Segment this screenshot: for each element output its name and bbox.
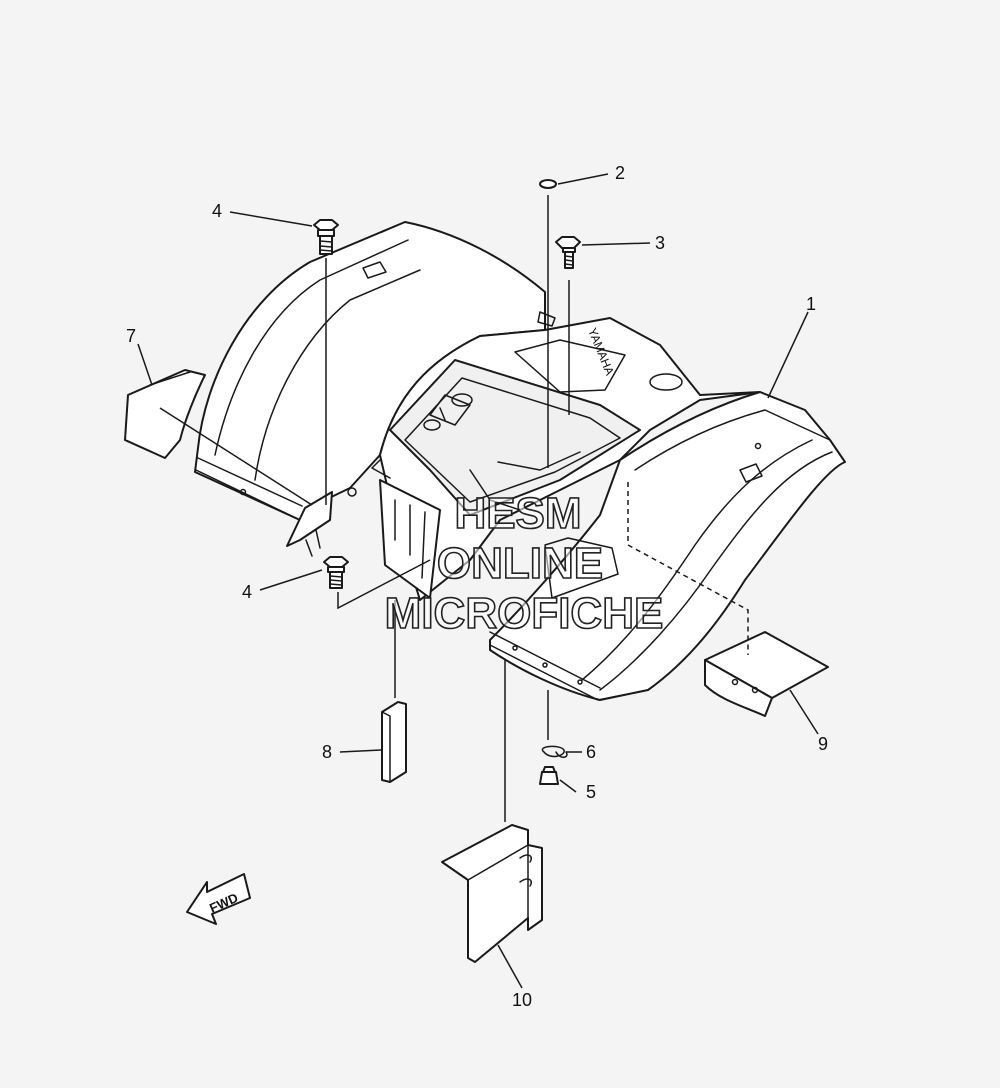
callout-9: 9 <box>818 734 828 754</box>
cover-8 <box>381 701 407 783</box>
watermark-line-2: ONLINE <box>437 539 603 588</box>
assembly-guides <box>159 195 749 822</box>
callout-6: 6 <box>586 742 596 762</box>
rear-fender <box>194 221 846 701</box>
flap-panel-10 <box>441 824 543 963</box>
mud-flap-7 <box>124 369 206 459</box>
watermark: HESM ONLINE MICROFICHE <box>384 488 664 639</box>
callout-7: 7 <box>126 326 136 346</box>
callout-4-lower: 4 <box>242 582 252 602</box>
callout-5: 5 <box>586 782 596 802</box>
callout-leaders <box>137 173 819 989</box>
bolt-4-lower <box>323 556 349 589</box>
callout-2: 2 <box>615 163 625 183</box>
mud-guard-9 <box>704 631 829 717</box>
callout-1: 1 <box>806 294 816 314</box>
watermark-line-1: HESM <box>454 489 581 538</box>
plug-2 <box>539 179 557 189</box>
callout-3: 3 <box>655 233 665 253</box>
callout-numbers: 1 2 3 4 4 5 6 7 8 9 10 <box>126 163 828 1010</box>
clip-6 <box>541 745 568 758</box>
callout-8: 8 <box>322 742 332 762</box>
nut-5 <box>539 766 559 785</box>
bolt-4-upper <box>313 219 339 255</box>
fwd-arrow-icon: FWD <box>186 873 251 925</box>
callout-4-upper: 4 <box>212 201 222 221</box>
watermark-line-3: MICROFICHE <box>385 589 664 638</box>
bolt-3 <box>555 236 581 269</box>
callout-10: 10 <box>512 990 532 1010</box>
